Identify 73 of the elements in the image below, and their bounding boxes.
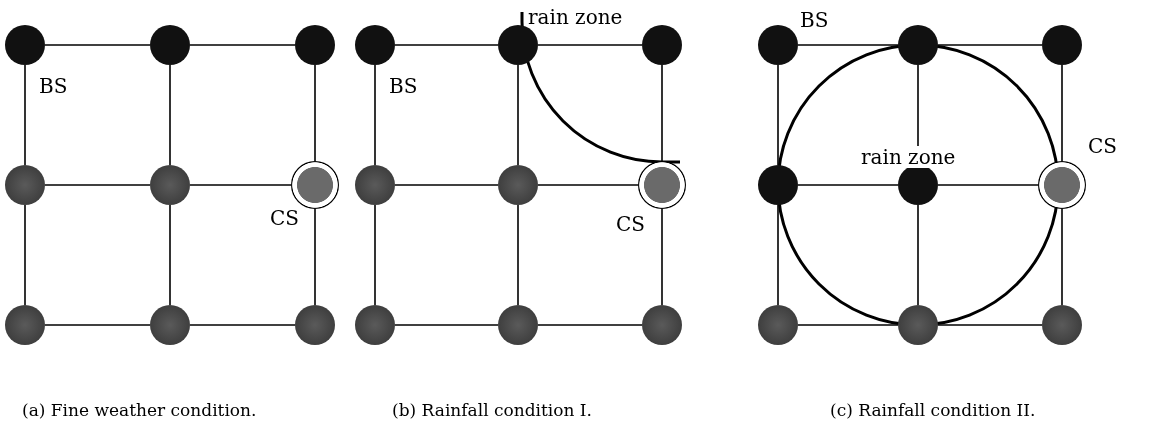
link-line: [44, 184, 151, 186]
link-line: [394, 184, 499, 186]
ringed-station-circle: [638, 161, 686, 209]
link-line: [394, 324, 499, 326]
link-line: [937, 184, 1039, 186]
link-line: [189, 324, 296, 326]
station-circle: [898, 165, 938, 205]
station-circle: [758, 305, 798, 345]
station-circle: [1042, 25, 1082, 65]
link-line: [937, 324, 1043, 326]
figure-caption: (c) Rainfall condition II.: [830, 400, 1036, 420]
station-label: CS: [616, 213, 645, 235]
station-label: CS: [270, 207, 299, 229]
link-line: [314, 64, 316, 162]
link-line: [797, 184, 899, 186]
rain-zone-label: rain zone: [528, 6, 623, 28]
figure-caption: (b) Rainfall condition I.: [392, 400, 592, 420]
station-circle: [898, 305, 938, 345]
link-line: [1061, 208, 1063, 306]
station-circle: [498, 305, 538, 345]
link-line: [24, 204, 26, 306]
link-line: [169, 204, 171, 306]
station-label: CS: [1088, 135, 1117, 157]
station-circle: [150, 25, 190, 65]
station-circle: [295, 305, 335, 345]
rain-zone-label: rain zone: [859, 146, 958, 168]
station-circle: [355, 25, 395, 65]
link-line: [937, 44, 1043, 46]
station-circle: [295, 25, 335, 65]
ringed-station-circle: [291, 161, 339, 209]
station-circle: [498, 165, 538, 205]
link-line: [189, 44, 296, 46]
station-circle: [5, 165, 45, 205]
link-line: [44, 324, 151, 326]
link-line: [537, 184, 639, 186]
station-circle: [150, 165, 190, 205]
link-line: [44, 44, 151, 46]
link-line: [517, 204, 519, 306]
link-line: [537, 324, 643, 326]
link-line: [917, 204, 919, 306]
link-line: [394, 44, 499, 46]
link-line: [189, 184, 292, 186]
link-line: [661, 208, 663, 306]
ringed-station-circle: [1038, 161, 1086, 209]
link-line: [797, 324, 899, 326]
station-circle: [5, 25, 45, 65]
link-line: [169, 64, 171, 166]
link-line: [314, 208, 316, 306]
station-circle: [355, 165, 395, 205]
link-line: [777, 204, 779, 306]
link-line: [777, 64, 779, 166]
station-circle: [355, 305, 395, 345]
station-circle: [1042, 305, 1082, 345]
link-line: [797, 44, 899, 46]
link-line: [517, 64, 519, 166]
link-line: [1061, 64, 1063, 162]
figure-caption: (a) Fine weather condition.: [22, 400, 257, 420]
link-line: [661, 64, 663, 162]
station-circle: [898, 25, 938, 65]
link-line: [374, 204, 376, 306]
station-circle: [498, 25, 538, 65]
station-label: BS: [800, 9, 829, 31]
station-circle: [642, 305, 682, 345]
link-line: [537, 44, 643, 46]
station-circle: [758, 165, 798, 205]
link-line: [24, 64, 26, 166]
station-circle: [150, 305, 190, 345]
station-label: BS: [389, 75, 418, 97]
station-label: BS: [39, 75, 68, 97]
link-line: [374, 64, 376, 166]
station-circle: [758, 25, 798, 65]
station-circle: [642, 25, 682, 65]
station-circle: [5, 305, 45, 345]
